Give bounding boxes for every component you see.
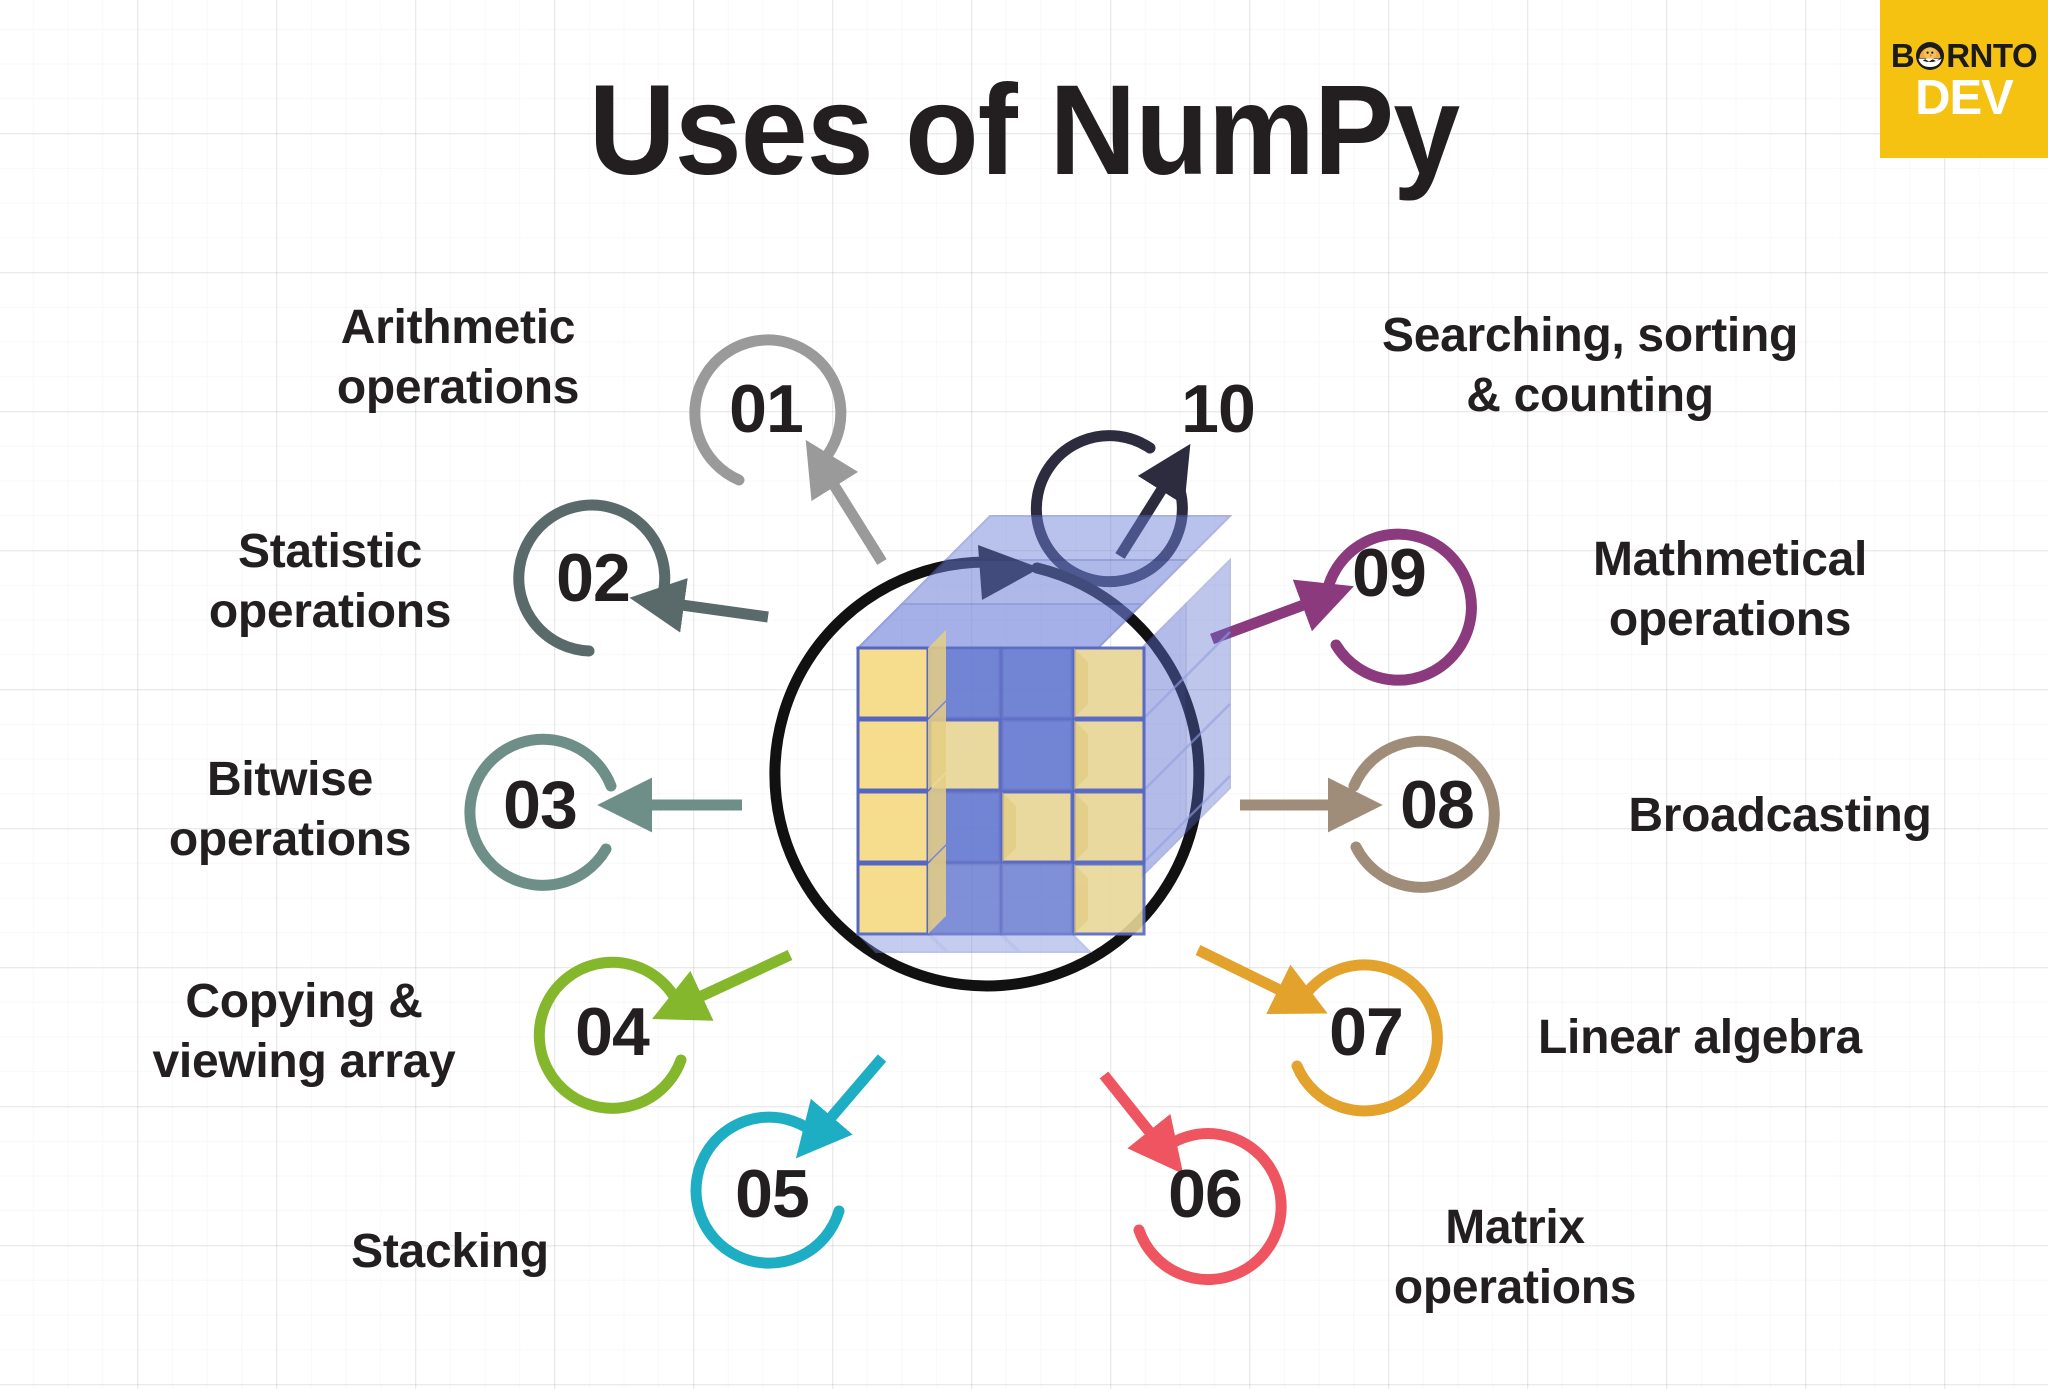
- center-orbit-circle: [769, 545, 1205, 992]
- caption-arithmetic-operations: Arithmetic operations: [336, 301, 580, 414]
- chick-hatching-icon: [1915, 41, 1945, 71]
- logo-line-two: DEV: [1915, 71, 2014, 125]
- connector-arrow-02: [629, 578, 769, 633]
- numpy-cube-illustration: [855, 515, 1233, 953]
- caption-statistic-operations: Statistic operations: [208, 525, 452, 638]
- number-label-02: 02: [556, 540, 631, 616]
- number-label-10: 10: [1181, 371, 1256, 447]
- caption-mathmetical-operations: Mathmetical operations: [1592, 533, 1868, 646]
- number-label-09: 09: [1352, 535, 1427, 611]
- number-label-01: 01: [729, 371, 804, 447]
- number-label-05: 05: [735, 1156, 810, 1232]
- number-label-03: 03: [503, 767, 578, 843]
- connector-arrow-09: [1210, 579, 1354, 645]
- connector-arrow-10: [1115, 443, 1191, 559]
- connector-arrow-01: [805, 439, 887, 565]
- caption-searching-sorting-counting: Searching, sorting & counting: [1381, 309, 1798, 422]
- logo-line-one: B RNTO: [1890, 37, 2038, 74]
- number-label-04: 04: [575, 994, 650, 1070]
- caption-linear-algebra: Linear algebra: [1538, 1011, 1862, 1064]
- number-label-06: 06: [1168, 1156, 1243, 1232]
- caption-bitwise-operations: Bitwise operations: [168, 753, 412, 866]
- number-label-08: 08: [1400, 767, 1475, 843]
- logo-text-b: B: [1890, 37, 1915, 74]
- caption-stacking: Stacking: [351, 1225, 549, 1278]
- number-label-07: 07: [1329, 994, 1404, 1070]
- caption-matrix-operations: Matrix operations: [1393, 1201, 1637, 1314]
- page-title: Uses of NumPy: [588, 59, 1460, 202]
- connector-arrow-05: [795, 1054, 887, 1159]
- borntodev-logo[interactable]: B RNTO DEV: [1880, 0, 2048, 158]
- connector-arrow-04: [652, 950, 793, 1021]
- connector-arrow-06: [1099, 1071, 1184, 1175]
- ring-10: [1030, 430, 1188, 588]
- caption-copying-viewing-array: Copying & viewing array: [152, 975, 456, 1088]
- caption-broadcasting: Broadcasting: [1628, 789, 1932, 842]
- connector-arrow-07: [1195, 945, 1328, 1015]
- logo-text-rnto: RNTO: [1946, 37, 2038, 74]
